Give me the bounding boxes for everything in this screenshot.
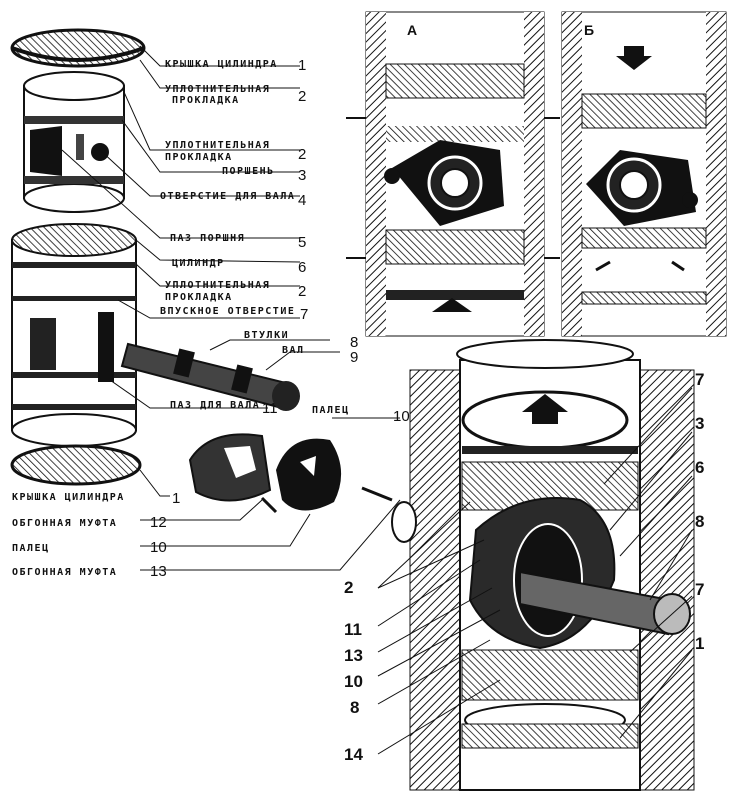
legend-number: 2	[298, 88, 307, 105]
legend-label: ОБГОННАЯ МУФТА	[12, 567, 118, 578]
panel-a-letter: А	[407, 22, 418, 38]
callout-number: 8	[350, 698, 360, 717]
legend-number: 9	[350, 349, 359, 366]
callout-number: 7	[695, 580, 705, 599]
legend-label: ОБГОННАЯ МУФТА	[12, 518, 118, 529]
legend-label: ПАЗ ПОРШНЯ	[170, 233, 246, 244]
legend-label: УПЛОТНИТЕЛЬНАЯ	[165, 140, 271, 151]
legend-number: 7	[300, 306, 309, 323]
callout-number: 14	[344, 745, 363, 764]
panel-b-letter: Б	[584, 22, 595, 38]
callout-leaders	[377, 387, 693, 755]
legend-label: УПЛОТНИТЕЛЬНАЯ	[165, 280, 271, 291]
legend-number: 10	[150, 539, 167, 556]
shaft	[120, 342, 300, 411]
leader-lines	[61, 45, 401, 571]
legend-label: ВПУСКНОЕ ОТВЕРСТИЕ	[160, 306, 296, 317]
legend-number: 1	[298, 57, 307, 74]
legend-label: КРЫШКА ЦИЛИНДРА	[12, 492, 125, 503]
panel-a	[346, 11, 560, 337]
legend-label: ЦИЛИНДР	[172, 258, 225, 269]
callout-number: 10	[344, 672, 363, 691]
legend-label: ПРОКЛАДКА	[172, 95, 240, 106]
cylinder	[11, 223, 137, 447]
panel-b	[561, 11, 727, 337]
legend-number: 11	[262, 400, 278, 417]
legend-label: ПАЗ ДЛЯ ВАЛА	[170, 400, 261, 411]
callout-number: 13	[344, 646, 363, 665]
legend-number: 12	[150, 514, 167, 531]
legend-number: 1	[172, 490, 181, 507]
legend-label: ПРОКЛАДКА	[165, 152, 233, 163]
legend-label: ПАЛЕЦ	[12, 543, 50, 554]
overrunning-clutches	[188, 433, 393, 514]
callout-number: 3	[695, 414, 705, 433]
legend-number: 6	[298, 259, 307, 276]
cylinder-cover-top	[10, 28, 146, 68]
legend-number: 5	[298, 234, 307, 251]
piston	[23, 71, 125, 213]
legend-label: ПАЛЕЦ	[312, 405, 350, 416]
legend-number: 2	[298, 146, 307, 163]
callout-number: 7	[695, 370, 705, 389]
legend-label: ВТУЛКИ	[244, 330, 290, 341]
assembly-cutaway	[391, 339, 695, 791]
callout-number: 2	[344, 578, 354, 597]
legend-label: КРЫШКА ЦИЛИНДРА	[165, 59, 278, 70]
legend-number: 3	[298, 167, 307, 184]
legend-number: 2	[298, 283, 307, 300]
legend-label: ПОРШЕНЬ	[222, 166, 275, 177]
legend-label: ОТВЕРСТИЕ ДЛЯ ВАЛА	[160, 191, 296, 202]
callout-number: 11	[344, 620, 362, 639]
legend-number: 13	[150, 563, 167, 580]
callout-number: 1	[695, 634, 705, 653]
callout-number: 6	[695, 458, 705, 477]
cylinder-cover-bottom	[10, 444, 142, 486]
legend-label: ВАЛ	[282, 345, 305, 356]
legend-label: ПРОКЛАДКА	[165, 292, 233, 303]
callout-number: 8	[695, 512, 705, 531]
legend-number: 8	[350, 334, 359, 351]
legend-number: 4	[298, 192, 307, 209]
legend-label: УПЛОТНИТЕЛЬНАЯ	[165, 84, 271, 95]
legend-number: 10	[393, 408, 410, 425]
